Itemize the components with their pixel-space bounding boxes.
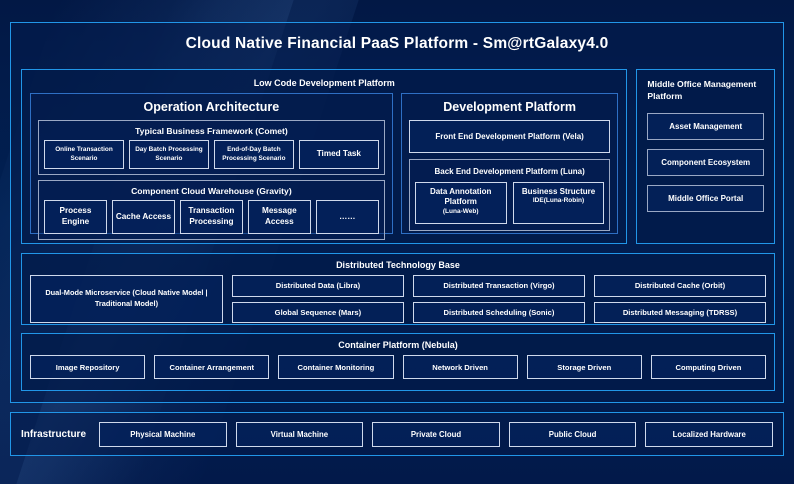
- page-title: Cloud Native Financial PaaS Platform - S…: [185, 35, 609, 52]
- container-item-network-driven[interactable]: Network Driven: [402, 355, 518, 379]
- distributed-technology-base: Distributed Technology Base Dual-Mode Mi…: [21, 253, 775, 325]
- container-item-container-monitoring[interactable]: Container Monitoring: [278, 355, 394, 379]
- infrastructure-item-physical-machine[interactable]: Physical Machine: [99, 421, 227, 447]
- infrastructure-panel: Infrastructure Physical Machine Virtual …: [10, 412, 784, 456]
- scenario-box-day-batch[interactable]: Day Batch Processing Scenario: [128, 140, 209, 170]
- middle-office-title: Middle Office Management Platform: [647, 79, 757, 102]
- typical-business-framework-title: Typical Business Framework (Comet): [135, 126, 288, 136]
- infrastructure-item-localized-hardware[interactable]: Localized Hardware: [645, 421, 773, 447]
- container-item-container-arrangement[interactable]: Container Arrangement: [154, 355, 270, 379]
- middle-office-item-asset-management[interactable]: Asset Management: [647, 112, 764, 140]
- middle-office-item-portal[interactable]: Middle Office Portal: [647, 184, 764, 212]
- component-cloud-warehouse-group: Component Cloud Warehouse (Gravity) Proc…: [38, 180, 385, 240]
- distributed-transaction-box[interactable]: Distributed Transaction (Virgo): [412, 275, 585, 297]
- development-platform-group: Development Platform Front End Developme…: [400, 93, 619, 234]
- main-platform-panel: Cloud Native Financial PaaS Platform - S…: [10, 22, 784, 403]
- distributed-messaging-box[interactable]: Distributed Messaging (TDRSS): [593, 301, 766, 323]
- distributed-column-3: Distributed Cache (Orbit) Distributed Me…: [593, 275, 766, 323]
- scenario-box-end-of-day-batch[interactable]: End-of-Day Batch Processing Scenario: [213, 140, 294, 170]
- business-structure-ide-name: Business Structure: [521, 187, 596, 196]
- low-code-title: Low Code Development Platform: [253, 78, 395, 88]
- operation-architecture-title: Operation Architecture: [143, 100, 280, 114]
- front-end-development-platform-box[interactable]: Front End Development Platform (Vela): [408, 120, 611, 153]
- distributed-technology-base-title: Distributed Technology Base: [336, 260, 460, 270]
- typical-business-framework-group: Typical Business Framework (Comet) Onlin…: [38, 120, 385, 176]
- infrastructure-item-public-cloud[interactable]: Public Cloud: [508, 421, 637, 447]
- container-item-storage-driven[interactable]: Storage Driven: [526, 355, 642, 379]
- global-sequence-box[interactable]: Global Sequence (Mars): [231, 301, 404, 323]
- component-box-transaction-processing[interactable]: Transaction Processing: [179, 200, 243, 234]
- infrastructure-item-virtual-machine[interactable]: Virtual Machine: [235, 421, 364, 447]
- distributed-data-box[interactable]: Distributed Data (Libra): [231, 275, 404, 297]
- distributed-scheduling-box[interactable]: Distributed Scheduling (Sonic): [412, 301, 585, 323]
- data-annotation-platform-codename: (Luna-Web): [442, 207, 479, 215]
- component-box-cache-access[interactable]: Cache Access: [111, 200, 175, 234]
- back-end-development-platform-title: Back End Development Platform (Luna): [434, 167, 585, 176]
- container-platform-title: Container Platform (Nebula): [338, 340, 458, 350]
- operation-architecture-group: Operation Architecture Typical Business …: [30, 93, 393, 240]
- business-structure-ide-codename: IDE(Luna-Robin): [532, 197, 585, 205]
- component-box-process-engine[interactable]: Process Engine: [44, 200, 107, 234]
- infrastructure-label: Infrastructure: [21, 428, 87, 440]
- infrastructure-item-private-cloud[interactable]: Private Cloud: [372, 421, 500, 447]
- middle-office-management-platform: Middle Office Management Platform Asset …: [636, 69, 775, 244]
- middle-office-item-component-ecosystem[interactable]: Component Ecosystem: [647, 148, 764, 176]
- dual-mode-microservice-box[interactable]: Dual-Mode Microservice (Cloud Native Mod…: [30, 275, 223, 323]
- business-structure-ide-box[interactable]: Business Structure IDE(Luna-Robin): [512, 182, 605, 224]
- container-item-computing-driven[interactable]: Computing Driven: [650, 355, 767, 379]
- platform-top-row: Low Code Development Platform Operation …: [21, 69, 775, 244]
- development-platform-title: Development Platform: [443, 100, 576, 114]
- container-platform: Container Platform (Nebula) Image Reposi…: [21, 333, 775, 391]
- distributed-column-1: Distributed Data (Libra) Global Sequence…: [231, 275, 404, 323]
- distributed-column-2: Distributed Transaction (Virgo) Distribu…: [412, 275, 585, 323]
- component-cloud-warehouse-title: Component Cloud Warehouse (Gravity): [131, 186, 292, 197]
- back-end-development-platform-group: Back End Development Platform (Luna) Dat…: [408, 159, 611, 231]
- distributed-cache-box[interactable]: Distributed Cache (Orbit): [593, 275, 766, 297]
- component-box-ellipsis[interactable]: ……: [315, 200, 379, 234]
- data-annotation-platform-box[interactable]: Data Annotation Platform (Luna-Web): [414, 182, 507, 224]
- container-item-image-repository[interactable]: Image Repository: [30, 355, 146, 379]
- data-annotation-platform-name: Data Annotation Platform: [429, 187, 492, 207]
- scenario-box-timed-task[interactable]: Timed Task: [298, 140, 379, 170]
- low-code-development-platform: Low Code Development Platform Operation …: [21, 69, 628, 244]
- scenario-box-online-transaction[interactable]: Online Transaction Scenario: [44, 140, 124, 170]
- component-box-message-access[interactable]: Message Access: [247, 200, 311, 234]
